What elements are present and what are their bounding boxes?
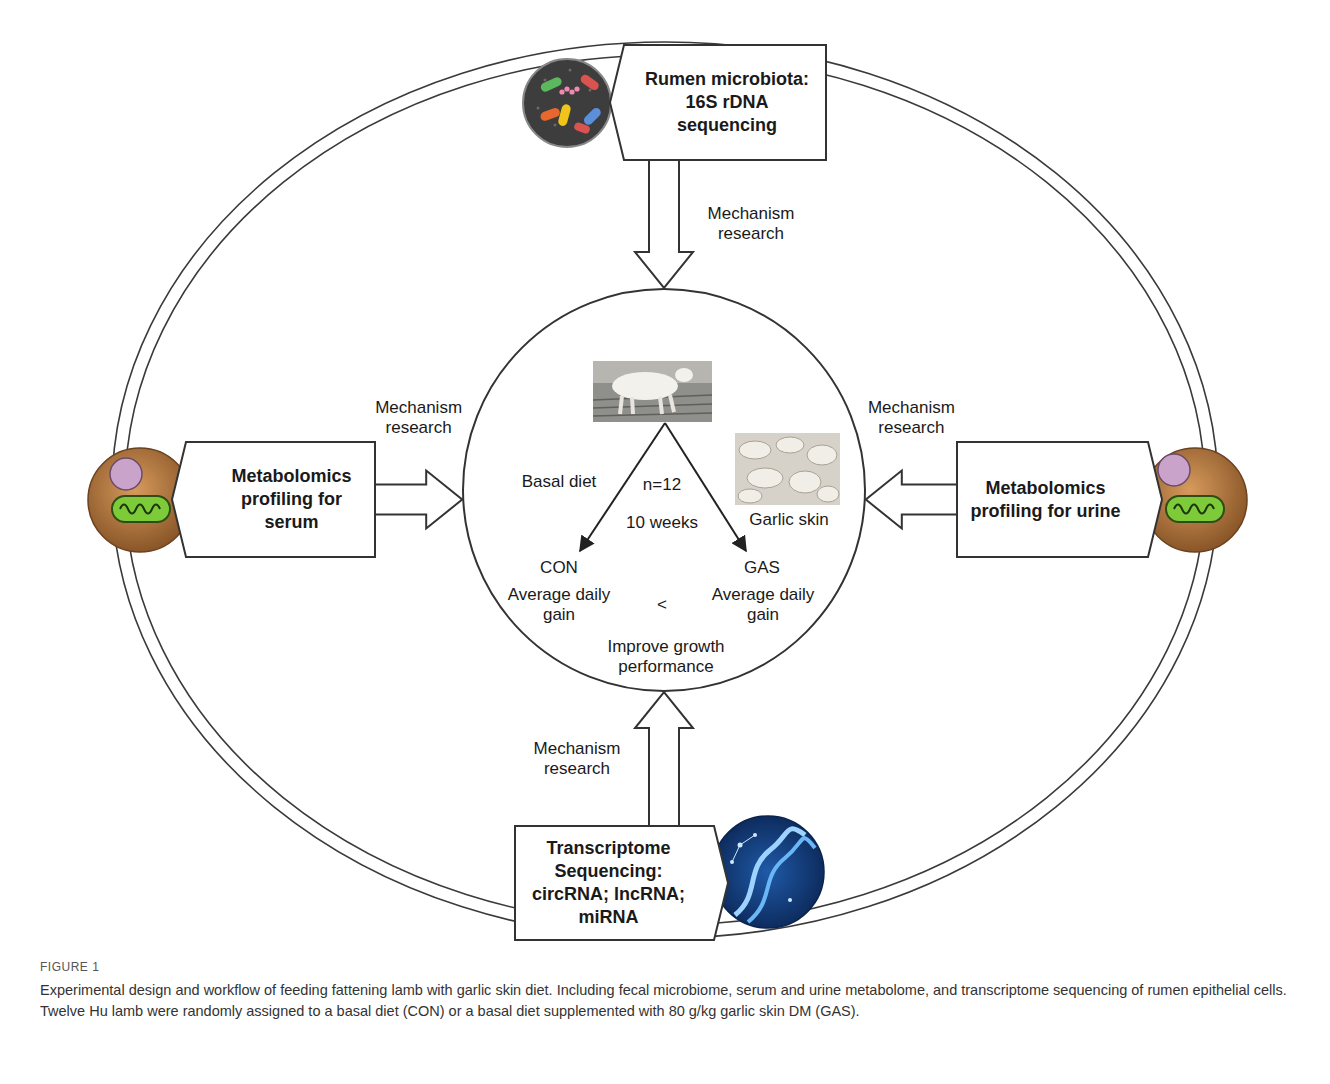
mitochondrion [1166,496,1224,522]
circle-text: 10 weeks [626,513,698,533]
lamb-head [675,368,693,382]
bacteria-icon [523,59,611,147]
lamb-photo [593,361,712,422]
figure-caption: Experimental design and workflow of feed… [40,980,1290,1022]
hollow-arrow [866,471,957,529]
figure-number: FIGURE 1 [40,960,99,974]
photo-ground [593,361,712,422]
mitochondrion [112,496,170,522]
box-border [515,826,728,940]
bacterium-blue [582,106,603,127]
bacterium-red [579,73,601,92]
method-box: Metabolomics profiling for urine [957,442,1162,557]
cristae [1174,505,1214,514]
bacterium-orange [539,107,561,122]
edge-label: Mechanism research [527,739,627,779]
hollow-arrow [375,471,462,529]
nucleus [110,458,142,490]
box-text: Metabolomics profiling for urine [969,477,1122,523]
box-border [957,442,1162,557]
helix-strand [748,838,815,922]
nucleus [1158,454,1190,486]
method-box: Transcriptome Sequencing: circRNA; lncRN… [515,826,728,940]
circle-text: < [657,595,667,615]
method-box: Rumen microbiota: 16S rDNA sequencing [610,45,826,160]
outer-ring [112,42,1218,938]
ring-outer-line [112,42,1218,938]
box-border [172,442,375,557]
circle-text: CON [540,558,578,578]
circle-text: Basal diet [522,472,597,492]
box-text-area: Transcriptome Sequencing: circRNA; lncRN… [527,826,690,940]
lamb-legs [620,395,674,414]
bacterium-red-2 [573,122,591,135]
ring-inner-line [125,55,1205,925]
box-text: Rumen microbiota: 16S rDNA sequencing [640,68,814,137]
group-circle: Basal diet n=12Garlic skin 10 weeksCON GAS A… [462,288,866,692]
edge-label: Mechanism research [701,204,801,244]
edge-label: Mechanism research [369,398,469,438]
box-text: Metabolomics profiling for serum [218,465,365,534]
box-border [610,45,826,160]
method-box: Metabolomics profiling for serum [172,442,375,557]
hollow-arrow [635,160,693,288]
coccus-chain [559,86,579,94]
lamb-body [612,372,678,400]
box-outline [957,442,1162,557]
circle-text: GAS [744,558,780,578]
circle-text: Average daily gain [704,585,822,625]
bacterium-green [539,76,563,93]
dna-disc [712,816,824,928]
circle-text: n=12 [643,475,681,495]
circle-text: Improve growth performance [590,637,742,677]
bacterium-yellow [557,103,571,127]
cristae [120,505,160,514]
edge-label: Mechanism research [861,398,961,438]
garlic-flakes [738,437,839,503]
network-dots [730,833,792,902]
box-text-area: Metabolomics profiling for urine [969,442,1122,557]
photo-ground [735,433,840,505]
dna-icon [712,816,824,928]
icon-disc [523,59,611,147]
box-text-area: Metabolomics profiling for serum [218,442,365,557]
hollow-arrow [635,692,693,826]
circle-text: Average daily gain [500,585,618,625]
circle-text: Garlic skin [749,510,828,530]
box-text-area: Rumen microbiota: 16S rDNA sequencing [640,45,814,160]
network-lines [732,835,755,862]
garlic-skin-photo [735,433,840,505]
box-text: Transcriptome Sequencing: circRNA; lncRN… [527,837,690,929]
